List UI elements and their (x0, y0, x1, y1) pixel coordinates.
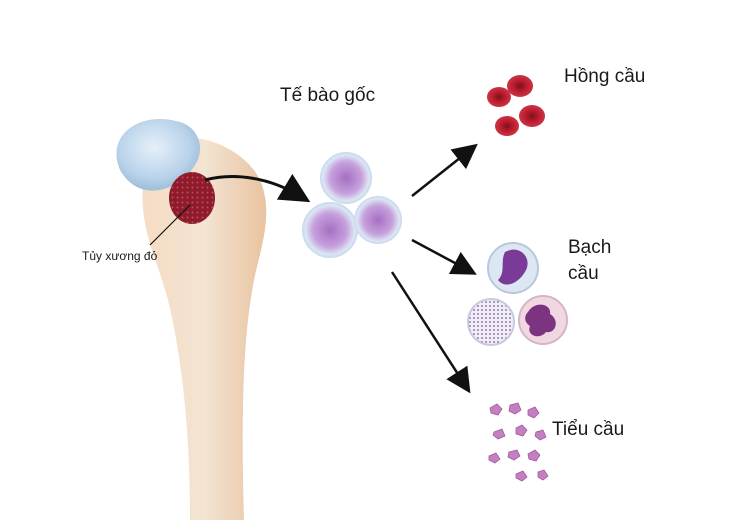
arrow-to-white-cells (411, 238, 477, 275)
marrow-pointer-line (149, 204, 191, 246)
platelet (492, 428, 506, 440)
stem-cell (302, 202, 358, 258)
platelet (527, 406, 540, 419)
bone-head (116, 118, 200, 191)
stem-cells-label: Tế bào gốc (280, 85, 376, 106)
platelet (534, 429, 547, 441)
platelet (488, 452, 501, 464)
platelet (527, 449, 541, 462)
white-cell-nucleus (525, 304, 556, 337)
platelet (515, 424, 528, 437)
platelet (508, 402, 522, 415)
arrow-to-red-cells (411, 143, 478, 197)
white-cells-group (467, 242, 568, 346)
red-cells-label: Hồng cầu (564, 66, 646, 87)
red-cell (507, 75, 533, 97)
red-cells-group (487, 75, 545, 136)
white-cell-nucleus (498, 249, 528, 285)
stem-cell (320, 152, 372, 204)
marrow-to-stem-arrow (204, 173, 311, 203)
platelet (489, 403, 503, 416)
platelets-group (488, 402, 549, 482)
stem-cell (354, 196, 402, 244)
red-cell (495, 116, 519, 136)
white-cell (467, 298, 515, 346)
stem-cells-group (302, 152, 402, 258)
femur-bone (116, 118, 267, 520)
platelet (507, 449, 521, 461)
platelets-label: Tiểu cầu (552, 419, 625, 440)
white-cells-label: Bạch cầu (568, 237, 612, 284)
red-cell (487, 87, 511, 107)
marrow-label: Tủy xương đỏ (82, 249, 158, 263)
red-cell (519, 105, 545, 127)
arrow-to-platelets (390, 271, 471, 394)
red-marrow-patch (169, 172, 215, 224)
platelet (537, 469, 549, 481)
platelet (515, 470, 528, 482)
